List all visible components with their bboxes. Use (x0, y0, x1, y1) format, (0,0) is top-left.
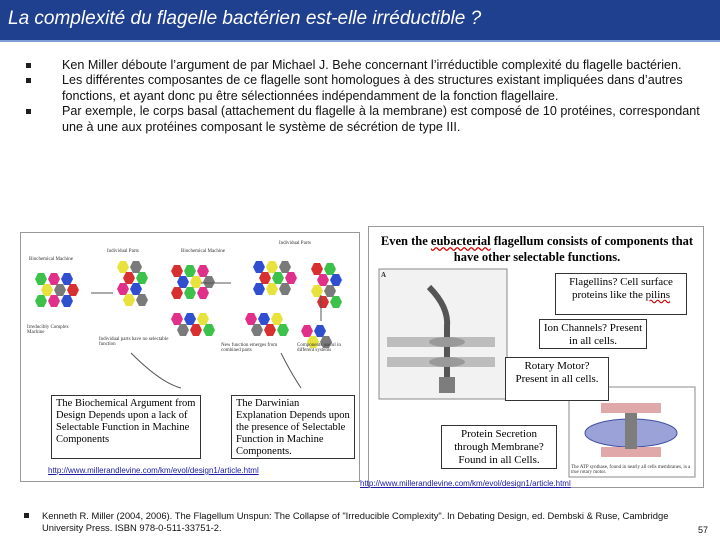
protein-hexagon-icon (301, 325, 313, 337)
figure-title: Even the eubacterial flagellum consists … (380, 234, 694, 264)
protein-hexagon-icon (123, 294, 135, 306)
title-bar: La complexité du flagelle bactérien est-… (0, 0, 720, 40)
protein-hexagon-icon (311, 285, 323, 297)
bullet-item: Par exemple, le corps basal (attachement… (22, 104, 702, 135)
bullet-text: Ken Miller déboute l’argument de par Mic… (62, 58, 682, 72)
protein-hexagon-icon (48, 295, 60, 307)
reference-text: Kenneth R. Miller (2004, 2006). The Flag… (42, 510, 669, 533)
protein-hexagon-icon (184, 313, 196, 325)
protein-hexagon-icon (203, 276, 215, 288)
fig-label: Individual Parts (107, 249, 139, 254)
protein-hexagon-icon (67, 284, 79, 296)
protein-hexagon-icon (136, 272, 148, 284)
bullet-square-icon (26, 63, 31, 68)
protein-hexagon-icon (203, 324, 215, 336)
protein-hexagon-icon (197, 313, 209, 325)
ion-channels-box: Ion Channels? Present in all cells. (539, 319, 647, 349)
protein-hexagon-icon (130, 261, 142, 273)
protein-hexagon-icon (277, 324, 289, 336)
protein-hexagon-icon (266, 283, 278, 295)
protein-hexagon-icon (314, 325, 326, 337)
protein-hexagon-icon (117, 283, 129, 295)
protein-hexagon-icon (279, 261, 291, 273)
bullet-text: Les différentes composantes de ce flagel… (62, 73, 683, 103)
protein-hexagon-icon (117, 261, 129, 273)
protein-hexagon-icon (324, 285, 336, 297)
fig-label: Individual Parts (279, 241, 311, 246)
protein-hexagon-icon (177, 324, 189, 336)
protein-hexagon-icon (258, 313, 270, 325)
fig-caption: New function emerges from combined parts (221, 343, 278, 353)
protein-hexagon-icon (177, 276, 189, 288)
bullet-square-icon (26, 78, 31, 84)
fig-label: Biochemical Machine (29, 257, 74, 262)
panel-letter: A (381, 271, 387, 279)
protein-hexagon-icon (171, 265, 183, 277)
protein-hexagon-icon (320, 336, 332, 348)
protein-hexagon-icon (197, 265, 209, 277)
fig-label: Biochemical Machine (181, 249, 226, 254)
protein-hexagon-icon (251, 324, 263, 336)
protein-hexagon-icon (253, 261, 265, 273)
protein-hexagon-icon (197, 287, 209, 299)
protein-hexagon-icon (272, 272, 284, 284)
protein-hexagon-icon (311, 263, 323, 275)
protein-hexagon-icon (130, 283, 142, 295)
biochemical-argument-box: The Biochemical Argument from Design Dep… (51, 395, 201, 459)
protein-hexagon-icon (279, 283, 291, 295)
protein-hexagon-icon (271, 313, 283, 325)
protein-hexagon-icon (136, 294, 148, 306)
protein-hexagon-icon (61, 273, 73, 285)
fig-caption: Components useful in different systems (297, 343, 341, 353)
protein-hexagon-icon (35, 273, 47, 285)
protein-hexagon-icon (190, 324, 202, 336)
protein-hexagon-icon (54, 284, 66, 296)
protein-hexagon-icon (184, 265, 196, 277)
protein-hexagon-icon (307, 336, 319, 348)
bullet-text: Par exemple, le corps basal (attachement… (62, 104, 700, 134)
bullet-list: Ken Miller déboute l’argument de par Mic… (22, 58, 702, 135)
title-divider (0, 40, 720, 42)
darwinian-explanation-box: The Darwinian Explanation Depends upon t… (231, 395, 355, 459)
fig-caption: Individual parts have no selectable func… (99, 337, 169, 347)
slide-title: La complexité du flagelle bactérien est-… (8, 8, 482, 29)
source-link-right[interactable]: http://www.millerandlevine.com/km/evol/d… (360, 479, 571, 488)
reference-item: Kenneth R. Miller (2004, 2006). The Flag… (22, 510, 682, 533)
flagellum-illustration (378, 268, 696, 478)
protein-secretion-box: Protein Secretion through Membrane? Foun… (441, 425, 557, 469)
bullet-item: Les différentes composantes de ce flagel… (22, 73, 702, 104)
protein-hexagon-icon (324, 263, 336, 275)
protein-hexagon-icon (253, 283, 265, 295)
protein-hexagon-icon (61, 295, 73, 307)
protein-hexagon-icon (264, 324, 276, 336)
protein-hexagon-icon (317, 296, 329, 308)
protein-hexagon-icon (317, 274, 329, 286)
fig-caption: Irreducibly Complex Machine (27, 325, 69, 335)
machine-comparison-figure: Biochemical Machine Individual Parts Bio… (20, 232, 360, 482)
bullet-square-icon (26, 109, 31, 115)
protein-hexagon-icon (285, 272, 297, 284)
protein-hexagon-icon (41, 284, 53, 296)
protein-hexagon-icon (48, 273, 60, 285)
protein-hexagon-icon (330, 274, 342, 286)
flagellum-components-figure: Even the eubacterial flagellum consists … (368, 226, 704, 488)
source-link-left[interactable]: http://www.millerandlevine.com/km/evol/d… (48, 466, 259, 475)
page-number: 57 (697, 525, 708, 535)
flagellins-box: Flagellins? Cell surface proteins like t… (555, 273, 687, 315)
protein-hexagon-icon (35, 295, 47, 307)
protein-hexagon-icon (123, 272, 135, 284)
rotary-motor-box: Rotary Motor? Present in all cells. (505, 357, 609, 401)
bullet-item: Ken Miller déboute l’argument de par Mic… (22, 58, 702, 73)
protein-hexagon-icon (266, 261, 278, 273)
diagram-arrows (91, 282, 322, 389)
protein-hexagon-icon (171, 313, 183, 325)
protein-hexagon-icon (330, 296, 342, 308)
protein-hexagon-icon (190, 276, 202, 288)
protein-hexagon-icon (171, 287, 183, 299)
atp-synthase-caption: The ATP synthase, found in nearly all ce… (571, 465, 691, 475)
protein-hexagon-icon (259, 272, 271, 284)
bullet-square-icon (24, 513, 29, 518)
protein-hexagon-icon (245, 313, 257, 325)
protein-hexagon-icon (184, 287, 196, 299)
